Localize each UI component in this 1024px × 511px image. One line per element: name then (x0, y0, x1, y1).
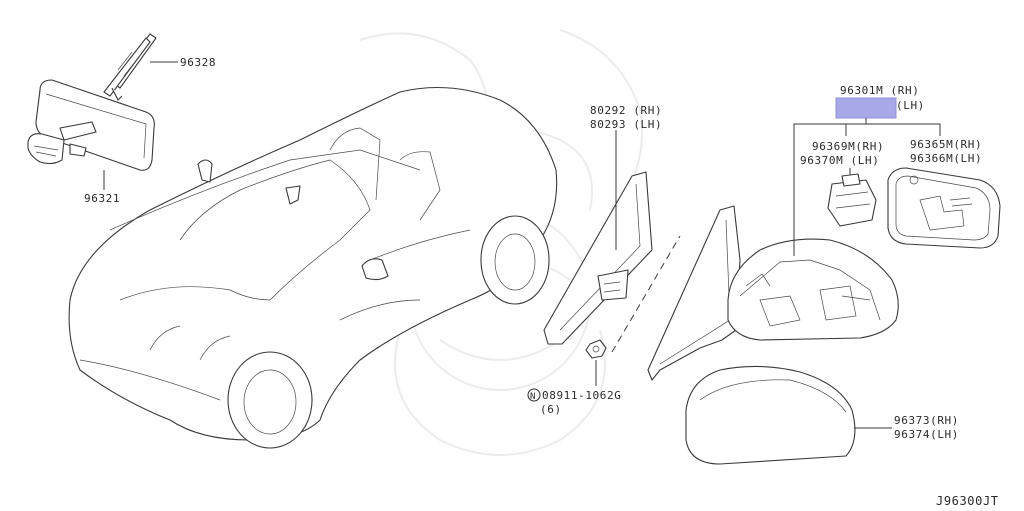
svg-text:N: N (530, 392, 536, 402)
label-96370: 96370M (LH) (800, 154, 879, 167)
label-96366: 96366M(LH) (910, 152, 982, 165)
symbol-n-circle: N (527, 388, 541, 402)
part-96369-mirror-actuator[interactable] (827, 173, 877, 227)
diagram-code: J96300JT (936, 494, 999, 508)
part-96365-mirror-glass[interactable] (887, 167, 1001, 249)
highlight-96301[interactable] (835, 97, 897, 119)
label-96321: 96321 (84, 192, 120, 205)
label-96373: 96373(RH) (894, 414, 959, 427)
part-08911-nut[interactable] (585, 339, 607, 359)
label-80292: 80292 (RH) (590, 104, 662, 117)
label-96301-rh: 96301M (RH) (840, 84, 919, 97)
assembly-dashline (611, 235, 681, 353)
label-96365: 96365M(RH) (910, 138, 982, 151)
part-96373-mirror-cover[interactable] (685, 365, 856, 465)
part-96328-clip[interactable] (103, 33, 157, 101)
label-96369: 96369M(RH) (812, 140, 884, 153)
part-96301-door-mirror-body[interactable] (647, 205, 899, 381)
car-illustration (68, 86, 558, 449)
part-80292-corner-finisher[interactable] (543, 171, 653, 345)
label-08911-qty: (6) (540, 403, 562, 416)
label-80293: 80293 (LH) (590, 118, 662, 131)
label-08911: 08911-1062G (542, 389, 621, 402)
leader-96301-bracket-right (794, 123, 941, 136)
label-96328: 96328 (180, 56, 216, 69)
label-96374: 96374(LH) (894, 428, 959, 441)
part-96321-inside-mirror[interactable] (27, 79, 155, 171)
label-96301-lh: (LH) (896, 99, 925, 112)
